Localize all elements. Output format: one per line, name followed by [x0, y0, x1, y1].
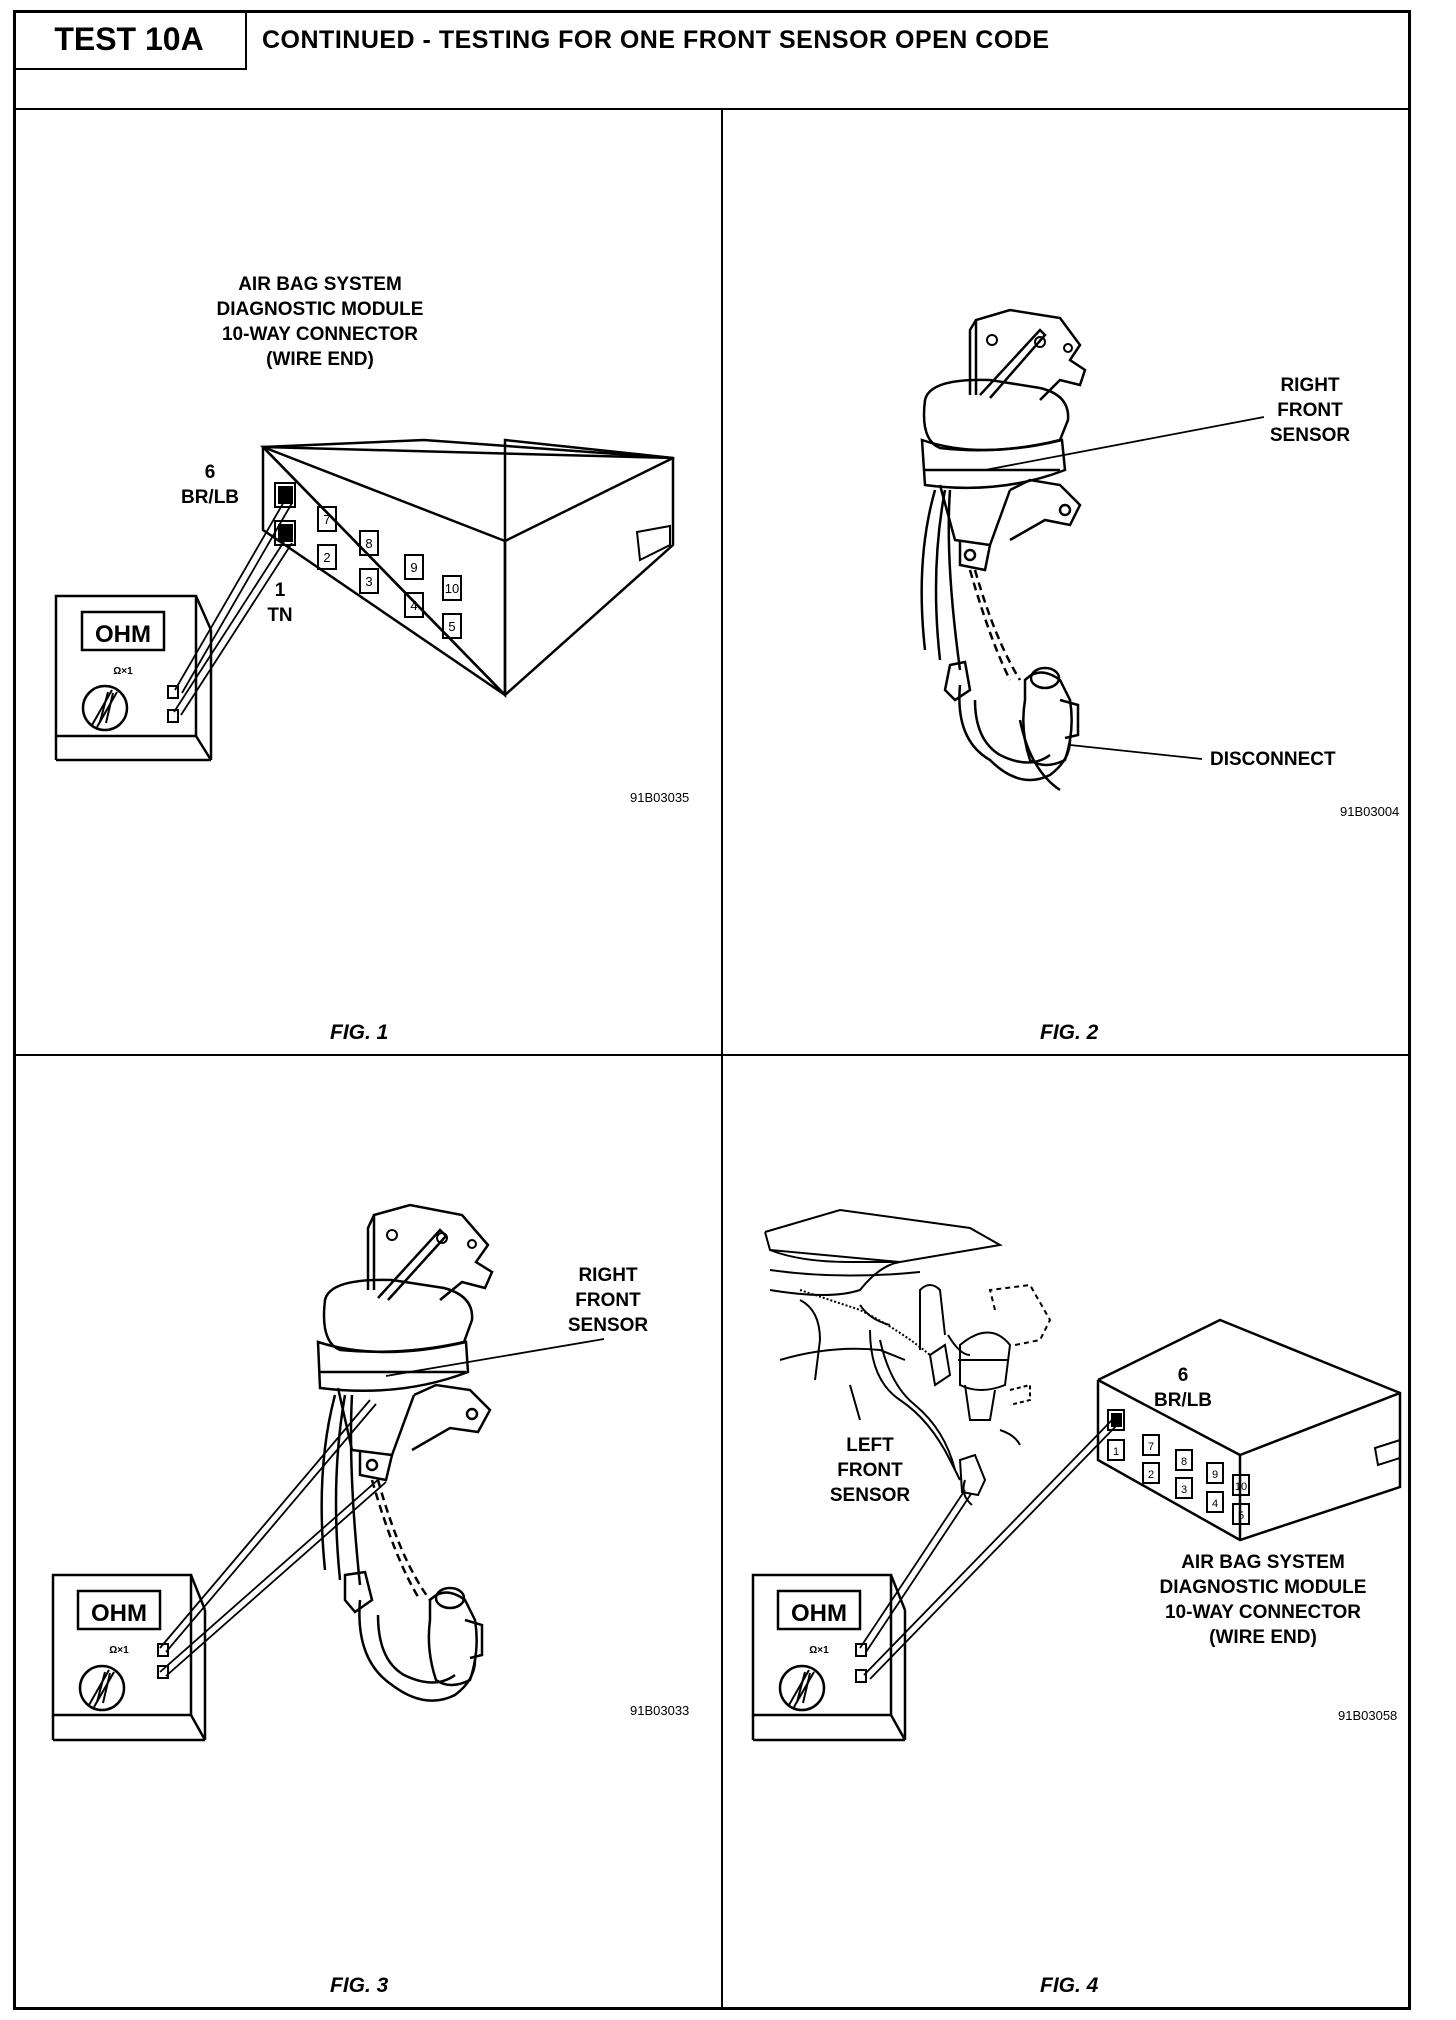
fig4-caption: FIG. 4: [1040, 1974, 1099, 1997]
fig4-code: 91B03058: [1338, 1708, 1398, 1723]
fig4-connector-body: [1096, 1318, 1402, 1542]
fig1-ohmmeter: [54, 594, 213, 762]
fig4-pin: 5: [1238, 1510, 1244, 1522]
fig4-meter-range: Ω×1: [809, 1645, 829, 1656]
fig1-pin1-label: 1 TN: [267, 580, 293, 626]
fig1-pin6-label: 6 BR/LB: [180, 462, 240, 508]
page-frame: [13, 10, 1411, 2010]
fig4-pin: 7: [1148, 1441, 1154, 1453]
fig4-left-sensor-label: LEFT FRONT SENSOR: [829, 1435, 911, 1506]
fig3-code: 91B03033: [630, 1703, 690, 1718]
fig2-disconnect-label: DISCONNECT: [1210, 749, 1336, 770]
fig2-sensor-label: RIGHT FRONT SENSOR: [1269, 375, 1351, 446]
fig2-code: 91B03004: [1340, 804, 1400, 819]
fig3-caption: FIG. 3: [330, 1974, 389, 1997]
fig1-pin: 2: [323, 550, 330, 565]
fig2-sensor: [920, 308, 1087, 572]
fig4-pin: 10: [1235, 1481, 1247, 1493]
fig4-pin: 8: [1181, 1456, 1187, 1468]
fig1-pin: 3: [365, 574, 372, 589]
fig3-sensor-label: RIGHT FRONT SENSOR: [567, 1265, 649, 1336]
fig4-pin: 1: [1113, 1446, 1119, 1458]
fig1-pin: 8: [365, 536, 372, 551]
header-divider: [13, 108, 1411, 110]
fig4-pin: 4: [1212, 1498, 1218, 1510]
fig4-module-label: AIR BAG SYSTEM DIAGNOSTIC MODULE 10-WAY …: [1159, 1552, 1367, 1648]
fig1-caption: FIG. 1: [330, 1021, 389, 1044]
fig1-pin: 10: [445, 581, 459, 596]
fig4-meter-display: OHM: [791, 1600, 847, 1627]
fig4-pin: 2: [1148, 1469, 1154, 1481]
fig4-pin: 9: [1212, 1469, 1218, 1481]
fig1-pin: 5: [448, 619, 455, 634]
fig1-meter-display: OHM: [95, 621, 151, 648]
page-title: CONTINUED - TESTING FOR ONE FRONT SENSOR…: [262, 26, 1050, 54]
fig1-pin: 4: [410, 598, 417, 613]
fig1-code: 91B03035: [630, 790, 690, 805]
fig3-ohmmeter: [51, 1573, 207, 1742]
center-divider: [721, 108, 723, 2010]
fig4-ohmmeter: [751, 1573, 907, 1742]
fig1-pin: 7: [323, 512, 330, 527]
test-id: TEST 10A: [13, 10, 247, 70]
fig4-pin: 3: [1181, 1484, 1187, 1496]
fig3-meter-range: Ω×1: [109, 1645, 129, 1656]
fig3-meter-display: OHM: [91, 1600, 147, 1627]
fig1-pin: 9: [410, 560, 417, 575]
fig1-module-label: AIR BAG SYSTEM DIAGNOSTIC MODULE 10-WAY …: [216, 274, 424, 370]
fig2-caption: FIG. 2: [1040, 1021, 1099, 1044]
fig1-meter-range: Ω×1: [113, 666, 133, 677]
middle-divider: [13, 1054, 1411, 1056]
fig4-pin6-label: 6 BR/LB: [1153, 1365, 1213, 1411]
